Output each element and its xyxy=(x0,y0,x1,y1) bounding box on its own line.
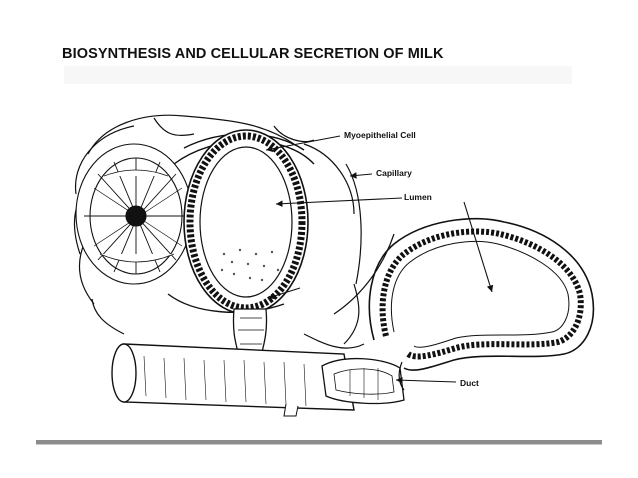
footer-rule-shadow xyxy=(36,444,602,445)
duct-leader xyxy=(395,376,457,384)
alveolar-cluster xyxy=(75,143,193,285)
title-background-strip xyxy=(64,66,572,84)
footer-rule xyxy=(36,440,602,444)
epithelial-cell-layer xyxy=(186,132,306,312)
lumen-leader xyxy=(275,197,403,207)
slide-title: BIOSYNTHESIS AND CELLULAR SECRETION OF M… xyxy=(62,46,444,62)
alveolus-lumen xyxy=(199,146,293,298)
capillary-leader xyxy=(349,172,373,179)
duct-cross-section xyxy=(321,357,405,405)
secondary-alveolus xyxy=(368,217,595,371)
lumen-leader-2 xyxy=(463,201,494,293)
label-capillary: Capillary xyxy=(376,168,412,178)
connecting-duct xyxy=(398,361,405,391)
alveolus-diagram: Myoepithelial Cell Capillary Lumen Duct xyxy=(73,114,595,417)
label-duct: Duct xyxy=(460,378,479,388)
milk-droplets xyxy=(220,248,280,282)
lactiferous-duct xyxy=(111,343,355,417)
label-myoepithelial-cell: Myoepithelial Cell xyxy=(344,130,416,140)
stalk-leader xyxy=(267,287,301,300)
myoepithelial-leader xyxy=(265,135,341,153)
label-lumen: Lumen xyxy=(404,192,432,202)
leader-lines xyxy=(265,135,494,384)
